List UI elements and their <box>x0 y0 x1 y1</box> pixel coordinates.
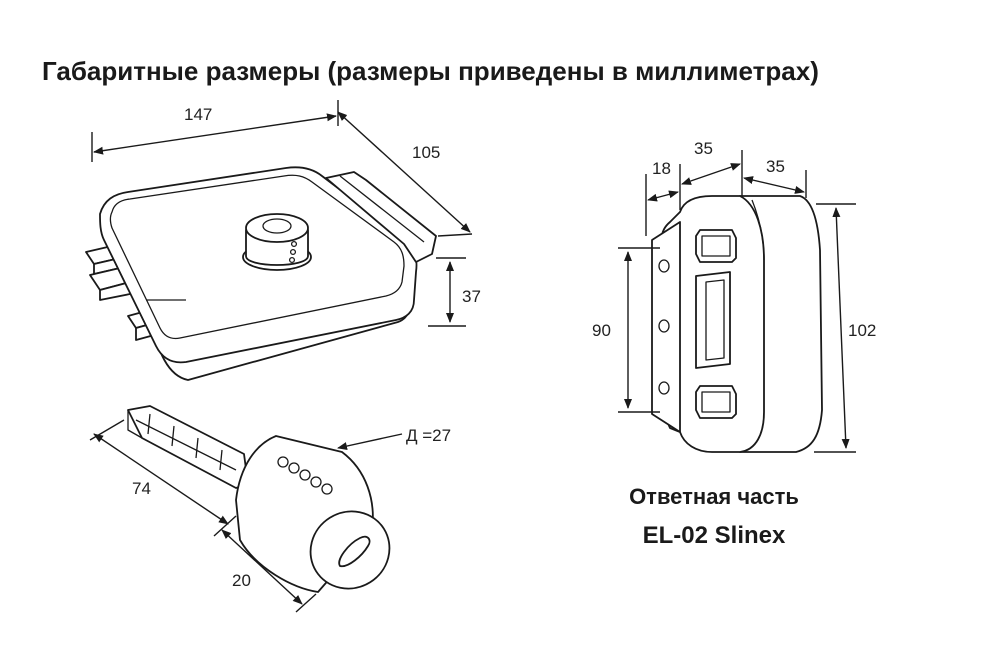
model-caption: EL-02 Slinex <box>642 522 786 549</box>
dim-label-147: 147 <box>184 105 212 124</box>
dim-label-90: 90 <box>592 321 611 340</box>
strike-plate-caption: Ответная часть <box>629 484 799 509</box>
dim-label-20: 20 <box>232 571 251 590</box>
dim-label-74: 74 <box>132 479 151 498</box>
dim-label-18: 18 <box>652 159 671 178</box>
dim-label-105: 105 <box>412 143 440 162</box>
dim-label-37: 37 <box>462 287 481 306</box>
strike-plate-drawing <box>651 195 823 453</box>
strike-dimension-lines <box>618 150 856 453</box>
dim-label-diameter: Д =27 <box>406 426 451 445</box>
dim-label-35-right: 35 <box>766 157 785 176</box>
key-dimension-lines <box>89 419 403 613</box>
page-title: Габаритные размеры (размеры приведены в … <box>42 56 819 86</box>
lock-dimension-lines <box>91 100 473 327</box>
lock-body-drawing <box>85 166 437 381</box>
dim-label-35-middle: 35 <box>694 139 713 158</box>
dim-label-102: 102 <box>848 321 876 340</box>
key-drawing <box>127 405 391 593</box>
